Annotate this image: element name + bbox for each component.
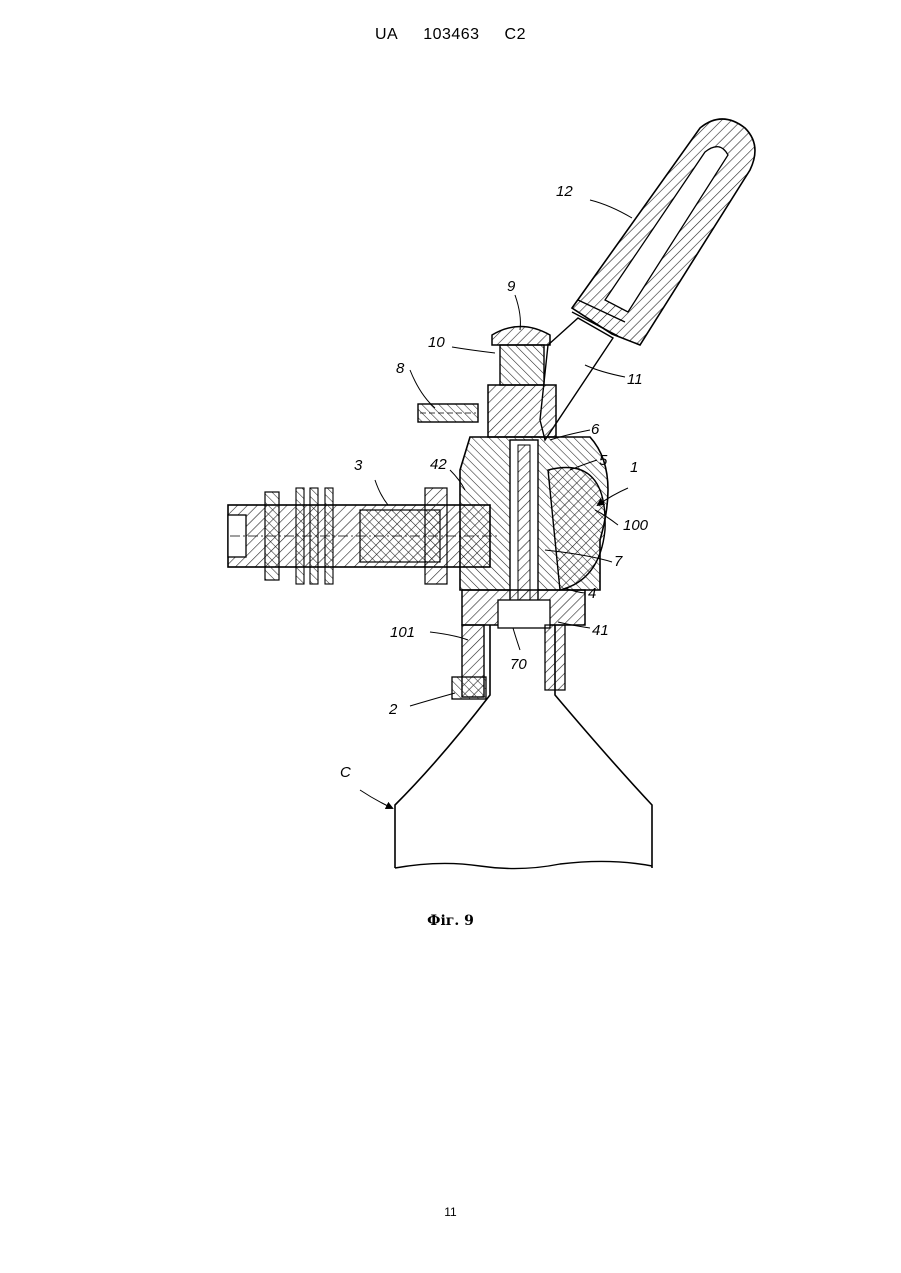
label-42: 42	[430, 456, 447, 473]
label-9: 9	[507, 278, 516, 295]
figure-caption: Фіг. 9	[0, 913, 901, 929]
label-10: 10	[428, 334, 445, 351]
label-5: 5	[599, 452, 608, 469]
label-41: 41	[592, 622, 609, 639]
label-1: 1	[630, 459, 638, 476]
label-7: 7	[614, 553, 623, 570]
neck-coupling-2	[452, 625, 565, 699]
label-11: 11	[627, 371, 643, 388]
label-3: 3	[354, 457, 363, 474]
label-70: 70	[510, 656, 527, 673]
label-100: 100	[623, 517, 649, 534]
label-4: 4	[588, 585, 596, 602]
label-6: 6	[591, 421, 600, 438]
label-2: 2	[388, 701, 398, 718]
label-8: 8	[396, 360, 405, 377]
label-101: 101	[390, 624, 415, 641]
label-12: 12	[556, 183, 573, 200]
page-number: 11	[0, 1205, 901, 1219]
handle-lever-12	[572, 119, 755, 345]
side-connector-8	[418, 404, 478, 422]
label-C: C	[340, 764, 351, 781]
